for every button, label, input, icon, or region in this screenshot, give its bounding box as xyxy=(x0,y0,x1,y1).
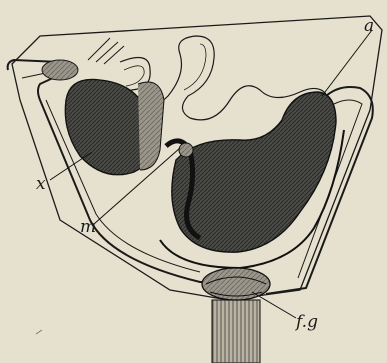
label-fg: f.g xyxy=(296,314,318,331)
appendages xyxy=(88,38,124,64)
label-x: x xyxy=(36,176,46,193)
knot-fg xyxy=(202,268,270,300)
stalk xyxy=(212,300,260,363)
central-mass xyxy=(172,92,336,252)
leader-a xyxy=(322,30,372,96)
small-bulb xyxy=(42,60,78,80)
convoluted-duct-inner xyxy=(124,44,206,90)
organ-m-knob xyxy=(179,143,193,157)
label-m: m xyxy=(80,219,96,236)
label-a: a xyxy=(364,18,374,35)
organ-x-neck xyxy=(138,82,164,170)
speckle xyxy=(36,330,42,334)
